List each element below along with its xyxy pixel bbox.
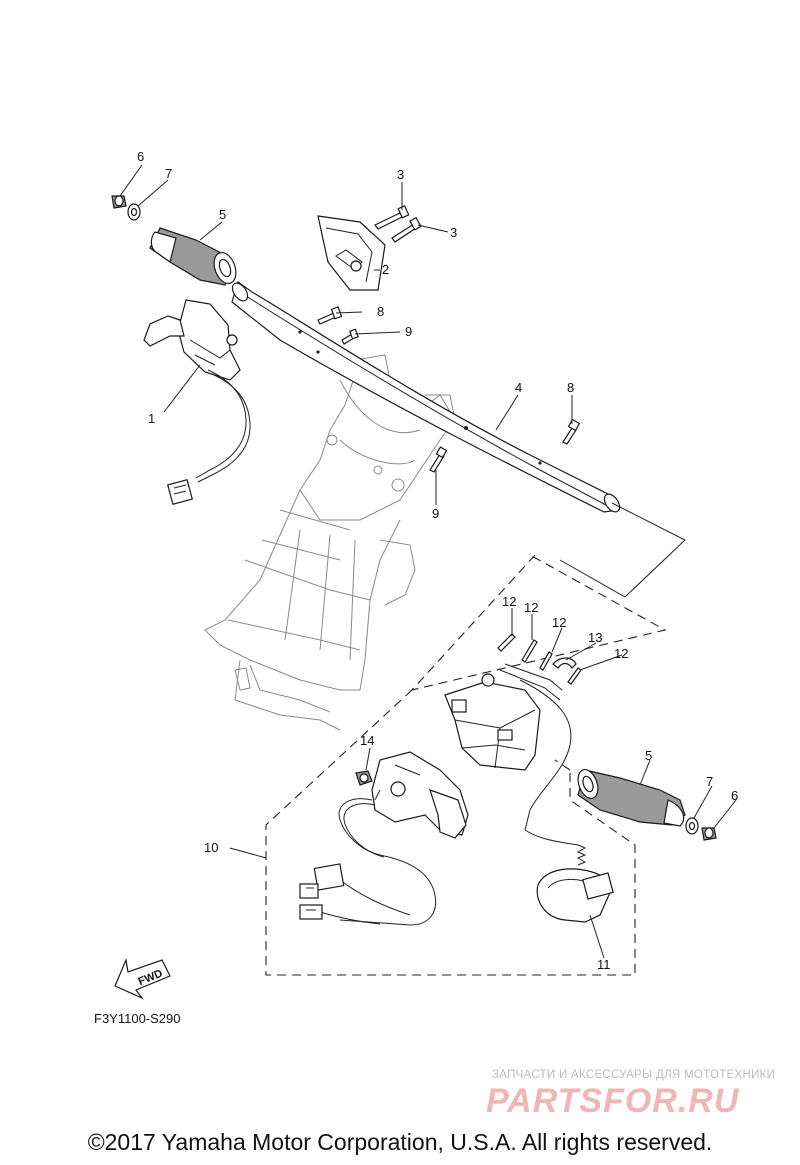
- bolt-9-upper: [341, 328, 359, 345]
- callout-3-lower: 3: [450, 225, 457, 240]
- grip-left: [149, 227, 237, 286]
- right-switch-body: [371, 751, 469, 839]
- callout-10: 10: [204, 840, 218, 855]
- leader-lines: [119, 164, 737, 959]
- clip-13: [552, 657, 577, 669]
- lanyard-clip: [524, 829, 614, 923]
- callout-5-left: 5: [219, 207, 226, 222]
- bolt-8-upper: [317, 306, 343, 325]
- copyright-footer: ©2017 Yamaha Motor Corporation, U.S.A. A…: [87, 1129, 713, 1155]
- watermark-logo: PARTSFOR.RU: [486, 1082, 740, 1120]
- callout-13: 13: [588, 630, 602, 645]
- callout-6-left: 6: [137, 149, 144, 164]
- callout-6-right: 6: [731, 788, 738, 803]
- nut-right: [701, 827, 717, 841]
- bolt-9-lower: [429, 446, 448, 473]
- left-switch-assembly: [143, 299, 251, 505]
- watermark-tagline: ЗАПЧАСТИ И АКСЕССУАРЫ ДЛЯ МОТОТЕХНИКИ: [492, 1069, 776, 1081]
- screws-12: [497, 633, 582, 685]
- washer-left: [127, 203, 141, 221]
- grip-right: [577, 768, 686, 827]
- callout-1: 1: [148, 411, 155, 426]
- nut-left: [111, 195, 127, 209]
- bolt-8-right: [562, 418, 581, 445]
- callout-12-c: 12: [552, 615, 566, 630]
- handlebar: [231, 281, 621, 513]
- callout-12-a: 12: [502, 594, 516, 609]
- callout-8-right: 8: [567, 380, 574, 395]
- callout-14: 14: [360, 733, 374, 748]
- nut-14: [355, 770, 373, 786]
- bolt-3b: [391, 216, 422, 243]
- callout-7-left: 7: [165, 166, 172, 181]
- handlebar-ref-line: [559, 502, 686, 598]
- callout-5-right: 5: [645, 748, 652, 763]
- callout-3-upper: 3: [397, 167, 404, 182]
- fwd-arrow-icon: FWD: [114, 957, 171, 1000]
- callout-8-upper: 8: [377, 304, 384, 319]
- bolt-3a: [374, 204, 410, 230]
- wire-harness: [299, 798, 437, 926]
- handlebar-cover: [317, 215, 386, 291]
- callout-9-upper: 9: [405, 324, 412, 339]
- switch-housing: [444, 663, 572, 831]
- callout-2: 2: [382, 262, 389, 277]
- callout-12-d: 12: [614, 646, 628, 661]
- callout-7-right: 7: [706, 774, 713, 789]
- callout-4: 4: [515, 380, 522, 395]
- steering-column-outline: [204, 354, 456, 731]
- callout-9-lower: 9: [432, 506, 439, 521]
- washer-right: [685, 817, 699, 835]
- callout-11: 11: [597, 957, 611, 972]
- reference-code: F3Y1100-S290: [94, 1011, 181, 1026]
- callout-labels: 6 7 5 3 3 2 8 9 1 4 8 9 12 12 12 13 12 1…: [137, 149, 738, 972]
- switch-assembly-outline: [265, 554, 667, 976]
- callout-12-b: 12: [524, 600, 538, 615]
